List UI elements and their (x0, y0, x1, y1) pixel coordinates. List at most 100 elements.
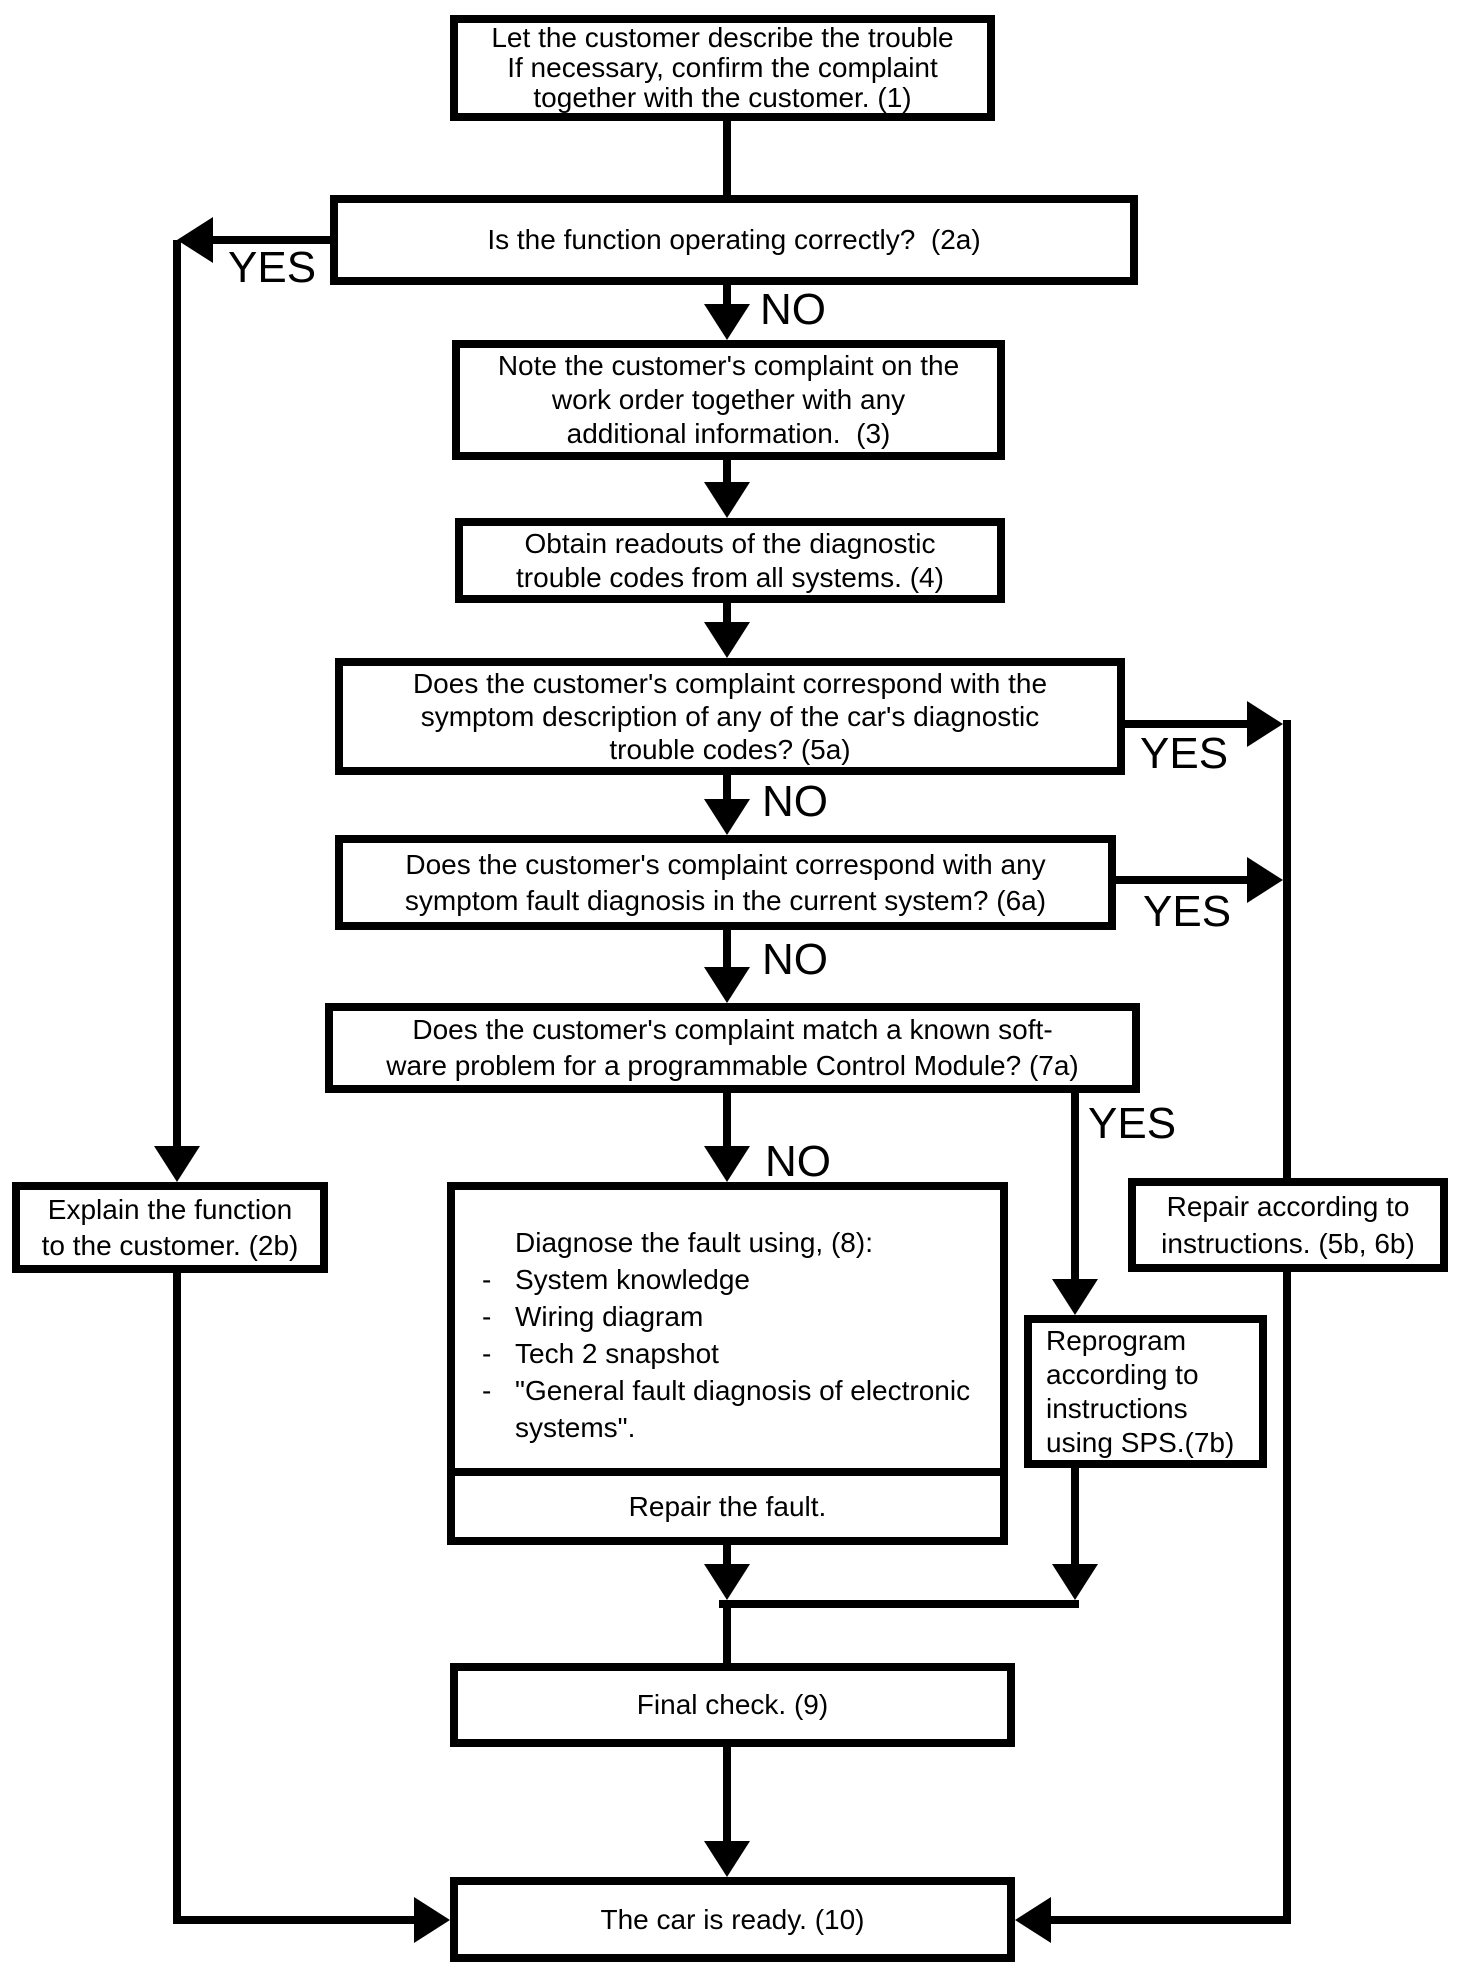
connector-right-rail-upper (1283, 720, 1291, 1178)
connector-merge-horizontal (719, 1600, 1079, 1608)
flow-box-function-operating: Is the function operating correctly? (2a… (330, 195, 1138, 285)
label-no-5a: NO (762, 777, 828, 826)
box-text-line: using SPS.(7b) (1046, 1426, 1235, 1458)
box-text-line: instructions. (5b, 6b) (1161, 1228, 1415, 1259)
label-yes-2a: YES (228, 243, 317, 292)
connector-2a-yes-vertical (173, 240, 181, 1146)
list-item-text: Tech 2 snapshot (515, 1338, 719, 1369)
dash-bullet-icon: - (482, 1338, 492, 1369)
arrowhead-down-into-5a-icon (704, 622, 750, 658)
list-item: - Wiring diagram (470, 1298, 980, 1335)
connector-right-rail-lower (1283, 1272, 1291, 1924)
connector-6a-yes-horizontal (1116, 876, 1247, 884)
list-item: - System knowledge (470, 1261, 980, 1298)
box-text-line: If necessary, confirm the complaint (507, 52, 938, 83)
dash-bullet-icon: - (482, 1264, 492, 1295)
arrowhead-down-into-10-icon (704, 1841, 750, 1877)
connector-5a-no (723, 775, 731, 801)
list-item-text: System knowledge (515, 1264, 751, 1295)
connector-6a-no (723, 930, 731, 969)
box-text-line: additional information. (3) (566, 418, 891, 449)
box-text-line: to the customer. (2b) (41, 1229, 299, 1261)
box-text-line: according to (1046, 1358, 1199, 1390)
connector-5a-yes-horizontal (1125, 720, 1247, 728)
box-text-line: Does the customer's complaint correspond… (405, 848, 1046, 880)
arrowhead-down-into-3-icon (704, 304, 750, 340)
flow-box-repair-the-fault: Repair the fault. (455, 1468, 1000, 1537)
connector-rail-to-10-horizontal (1051, 1916, 1291, 1924)
box-text-line: trouble codes from all systems. (4) (516, 561, 944, 593)
label-yes-6a: YES (1143, 887, 1232, 936)
arrowhead-left-into-10-icon (1015, 1897, 1051, 1943)
box-text-line: Explain the function (47, 1193, 293, 1225)
list-item-text: "General fault diagnosis of electronic s… (515, 1375, 971, 1443)
label-no-6a: NO (762, 935, 828, 984)
connector-7a-yes (1071, 1093, 1079, 1279)
connector-7a-no (723, 1093, 731, 1146)
connector-2b-to-10-horizontal (173, 1916, 414, 1924)
arrowhead-down-8-merge-icon (704, 1564, 750, 1600)
arrowhead-down-into-2b-icon (154, 1146, 200, 1182)
arrowhead-right-into-10-icon (414, 1897, 450, 1943)
list-item-text: Wiring diagram (515, 1301, 704, 1332)
arrowhead-down-7b-merge-icon (1052, 1564, 1098, 1600)
connector-2a-yes-horizontal (213, 236, 330, 244)
connector-8-down (723, 1545, 731, 1566)
flow-box-repair-instructions: Repair according to instructions. (5b, 6… (1128, 1178, 1448, 1272)
arrowhead-right-5a-yes-icon (1247, 701, 1283, 747)
diagnose-fault-list: Diagnose the fault using, (8): - System … (455, 1190, 1000, 1468)
connector-9-to-10 (723, 1747, 731, 1843)
connector-7b-down (1071, 1468, 1079, 1566)
box-text-line: symptom fault diagnosis in the current s… (404, 884, 1047, 916)
label-yes-5a: YES (1140, 729, 1229, 778)
box-text-line: Let the customer describe the trouble (491, 22, 954, 53)
flow-box-car-ready: The car is ready. (10) (450, 1877, 1015, 1962)
flow-box-diagnose-fault: Diagnose the fault using, (8): - System … (447, 1182, 1008, 1545)
connector-2a-no (723, 285, 731, 306)
box-text-line: trouble codes? (5a) (609, 734, 851, 765)
arrowhead-down-into-7b-icon (1052, 1279, 1098, 1315)
box-text-line: symptom description of any of the car's … (420, 701, 1040, 732)
box-text-line: instructions (1046, 1392, 1188, 1424)
label-no-2a: NO (760, 285, 826, 334)
arrowhead-down-into-7a-icon (704, 967, 750, 1003)
box-text-line: Does the customer's complaint correspond… (412, 668, 1048, 699)
arrowhead-left-2a-yes-icon (177, 217, 213, 263)
flow-box-complaint-software: Does the customer's complaint match a kn… (325, 1003, 1140, 1093)
dash-bullet-icon: - (482, 1301, 492, 1332)
arrowhead-down-into-8-icon (704, 1146, 750, 1182)
box-text-line: work order together with any (551, 384, 906, 415)
arrowhead-down-into-6a-icon (704, 799, 750, 835)
flow-box-explain-function: Explain the function to the customer. (2… (12, 1182, 328, 1273)
box-text-line: Repair according to (1166, 1191, 1410, 1222)
arrowhead-down-into-4-icon (704, 482, 750, 518)
box-text-line: together with the customer. (1) (533, 82, 912, 113)
flow-box-note-complaint: Note the customer's complaint on the wor… (452, 340, 1005, 460)
flow-box-obtain-readouts: Obtain readouts of the diagnostic troubl… (455, 518, 1005, 603)
label-yes-7a: YES (1088, 1099, 1177, 1148)
box-text-line: Does the customer's complaint match a kn… (412, 1014, 1053, 1045)
box-text-line: ware problem for a programmable Control … (386, 1050, 1079, 1081)
flow-box-complaint-symptom: Does the customer's complaint correspond… (335, 835, 1116, 930)
box-text-line: Final check. (9) (636, 1689, 829, 1720)
connector-4-to-5a (723, 603, 731, 626)
connector-1-to-2a (723, 121, 731, 195)
connector-3-to-4 (723, 460, 731, 484)
box-text-line: Note the customer's complaint on the (497, 350, 960, 381)
box-text-line: The car is ready. (10) (600, 1903, 865, 1935)
label-no-7a: NO (765, 1137, 831, 1186)
box-text-line: Is the function operating correctly? (2a… (487, 224, 981, 255)
arrowhead-right-6a-yes-icon (1247, 857, 1283, 903)
box-text-line: Obtain readouts of the diagnostic (524, 527, 936, 559)
list-item: - "General fault diagnosis of electronic… (470, 1372, 980, 1446)
diagnose-fault-title: Diagnose the fault using, (8): (515, 1227, 873, 1258)
connector-2b-to-10-vertical (173, 1273, 181, 1924)
box-text-line: Reprogram (1046, 1324, 1187, 1356)
flow-box-complaint-dtc: Does the customer's complaint correspond… (335, 658, 1125, 775)
connector-merge-to-9 (723, 1608, 731, 1663)
list-item: - Tech 2 snapshot (470, 1335, 980, 1372)
flow-box-describe-trouble: Let the customer describe the trouble If… (450, 15, 995, 121)
flow-box-reprogram-sps: Reprogram according to instructions usin… (1024, 1315, 1267, 1468)
dash-bullet-icon: - (482, 1375, 492, 1406)
